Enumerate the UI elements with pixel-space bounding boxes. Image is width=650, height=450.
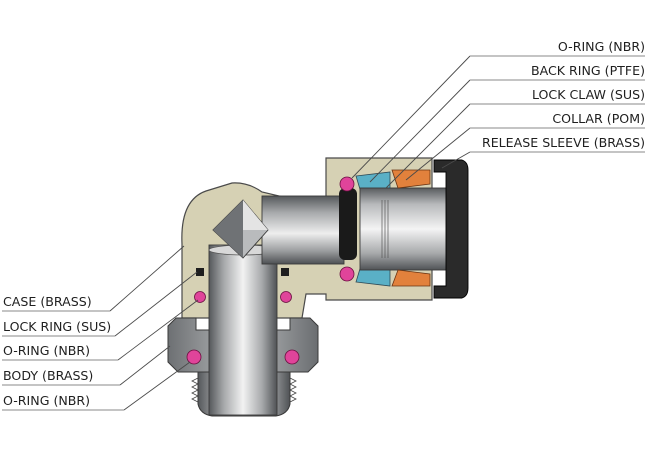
label-release-sleeve: RELEASE SLEEVE (BRASS) bbox=[482, 135, 645, 150]
lock-ring-marks bbox=[196, 268, 289, 276]
cone-junction bbox=[212, 199, 269, 259]
leader-lines-left bbox=[2, 245, 199, 411]
o-rings bbox=[186, 176, 355, 365]
label-o-ring-mid: O-RING (NBR) bbox=[3, 343, 90, 358]
label-case: CASE (BRASS) bbox=[3, 294, 92, 309]
label-lock-claw: LOCK CLAW (SUS) bbox=[532, 87, 645, 102]
body-part bbox=[167, 244, 319, 417]
lock-claw-marks bbox=[381, 200, 389, 258]
o-ring-mid-right bbox=[280, 291, 292, 303]
label-lock-ring: LOCK RING (SUS) bbox=[3, 319, 111, 334]
o-ring-top-upper bbox=[339, 176, 355, 192]
labels-left: CASE (BRASS) LOCK RING (SUS) O-RING (NBR… bbox=[3, 294, 111, 408]
o-ring-bottom-left bbox=[186, 349, 202, 365]
leader-lines-right bbox=[351, 55, 645, 189]
o-ring-bottom-right bbox=[284, 349, 300, 365]
label-collar: COLLAR (POM) bbox=[552, 111, 645, 126]
horizontal-bore bbox=[261, 195, 345, 265]
labels-right: O-RING (NBR) BACK RING (PTFE) LOCK CLAW … bbox=[482, 39, 645, 150]
collet-assembly bbox=[339, 159, 469, 299]
label-body: BODY (BRASS) bbox=[3, 368, 93, 383]
o-ring-mid-left bbox=[194, 291, 206, 303]
thread-lines bbox=[191, 377, 297, 403]
o-ring-top-lower bbox=[339, 266, 355, 282]
label-o-ring-top: O-RING (NBR) bbox=[558, 39, 645, 54]
label-o-ring-bottom: O-RING (NBR) bbox=[3, 393, 90, 408]
label-back-ring: BACK RING (PTFE) bbox=[531, 63, 645, 78]
